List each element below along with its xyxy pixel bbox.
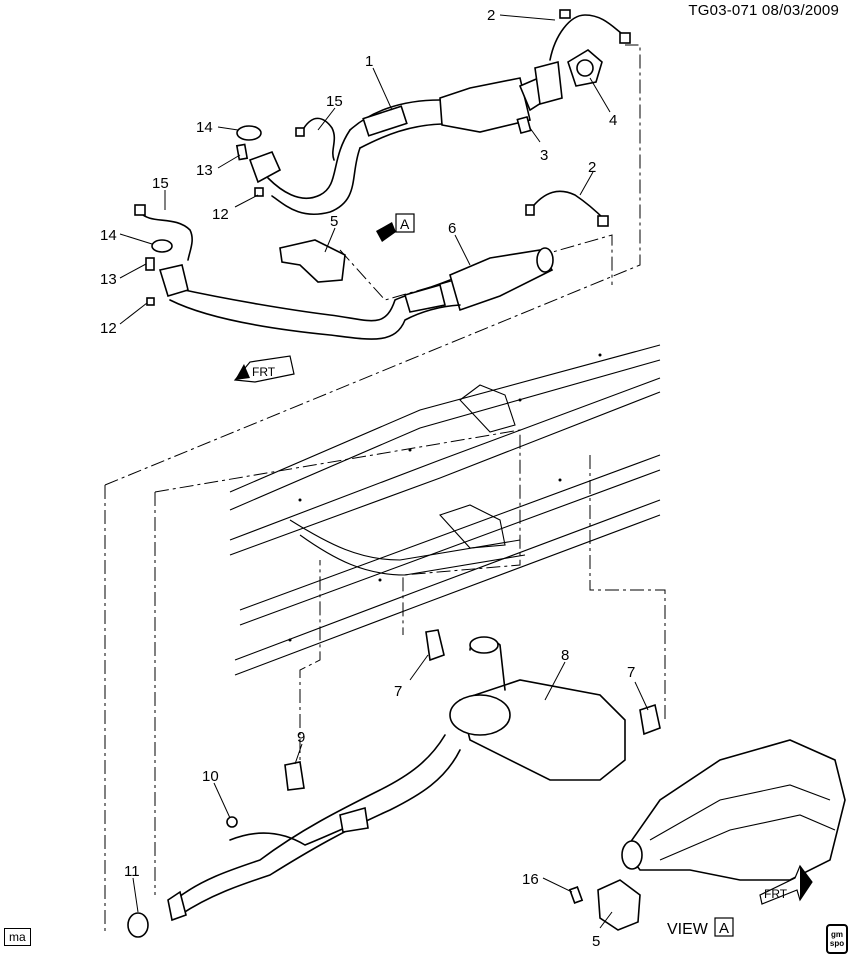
view-label-letter: A <box>719 920 729 937</box>
converter-pipe-1 <box>267 60 563 216</box>
bolt-16 <box>568 886 584 904</box>
upper-flange-parts <box>235 117 336 197</box>
callout-16: 16 <box>522 871 539 888</box>
o2-sensor-2-lower <box>525 190 609 227</box>
callout-2-upper: 2 <box>487 7 495 24</box>
hanger-9 <box>284 761 305 791</box>
frt-label-lower: FRT <box>764 887 788 901</box>
callout-14-lower: 14 <box>100 227 117 244</box>
callout-6: 6 <box>448 220 456 237</box>
callout-2-lower: 2 <box>588 159 596 176</box>
hanger-7-left <box>425 629 445 662</box>
callout-1: 1 <box>365 53 373 70</box>
callout-9: 9 <box>297 729 305 746</box>
intermediate-pipe <box>167 734 461 922</box>
view-boundaries <box>104 44 666 935</box>
callout-14-upper: 14 <box>196 119 213 136</box>
gm-spo-logo: gm spo <box>826 924 848 954</box>
leader-lines <box>119 14 649 929</box>
callout-4: 4 <box>609 112 617 129</box>
callout-5-upper: 5 <box>330 213 338 230</box>
callout-15-upper: 15 <box>326 93 343 110</box>
frt-arrow-upper <box>233 355 295 383</box>
callout-7-left: 7 <box>394 683 402 700</box>
o2-sensor-2-upper <box>549 9 631 61</box>
clamp-11 <box>127 912 149 938</box>
callout-5-lower: 5 <box>592 933 600 950</box>
callout-13-upper: 13 <box>196 162 213 179</box>
frt-arrow-lower <box>759 864 813 905</box>
callout-3: 3 <box>540 147 548 164</box>
callout-13-lower: 13 <box>100 271 117 288</box>
ma-badge: ma <box>4 928 31 946</box>
logo-line-2: spo <box>829 939 845 948</box>
callout-11: 11 <box>124 863 140 880</box>
logo-line-1: gm <box>831 930 843 939</box>
nut-10 <box>226 816 238 828</box>
transmission <box>621 739 846 881</box>
bracket-5-upper <box>279 239 346 283</box>
hanger-7-right <box>639 703 661 736</box>
callout-12-lower: 12 <box>100 320 117 337</box>
callout-7-right: 7 <box>627 664 635 681</box>
callout-8: 8 <box>561 647 569 664</box>
vehicle-frame <box>229 344 661 676</box>
callout-15-lower: 15 <box>152 175 169 192</box>
view-label-box <box>714 917 734 937</box>
callouts: 1 2 2 3 4 5 5 6 7 7 8 9 10 11 12 12 13 1… <box>100 7 635 950</box>
converter-pipe-6 <box>169 247 554 340</box>
view-arrow-letter: A <box>400 216 410 232</box>
gasket-4 <box>567 49 603 87</box>
muffler-8 <box>449 636 626 781</box>
lower-flange-parts <box>134 204 193 306</box>
stud-3 <box>516 115 532 135</box>
view-a-arrow <box>376 213 415 242</box>
callout-12-upper: 12 <box>212 206 229 223</box>
callout-10: 10 <box>202 768 219 785</box>
drawing-reference: TG03-071 08/03/2009 <box>688 2 839 19</box>
frt-label-upper: FRT <box>252 365 276 379</box>
view-label-prefix: VIEW <box>667 921 709 938</box>
